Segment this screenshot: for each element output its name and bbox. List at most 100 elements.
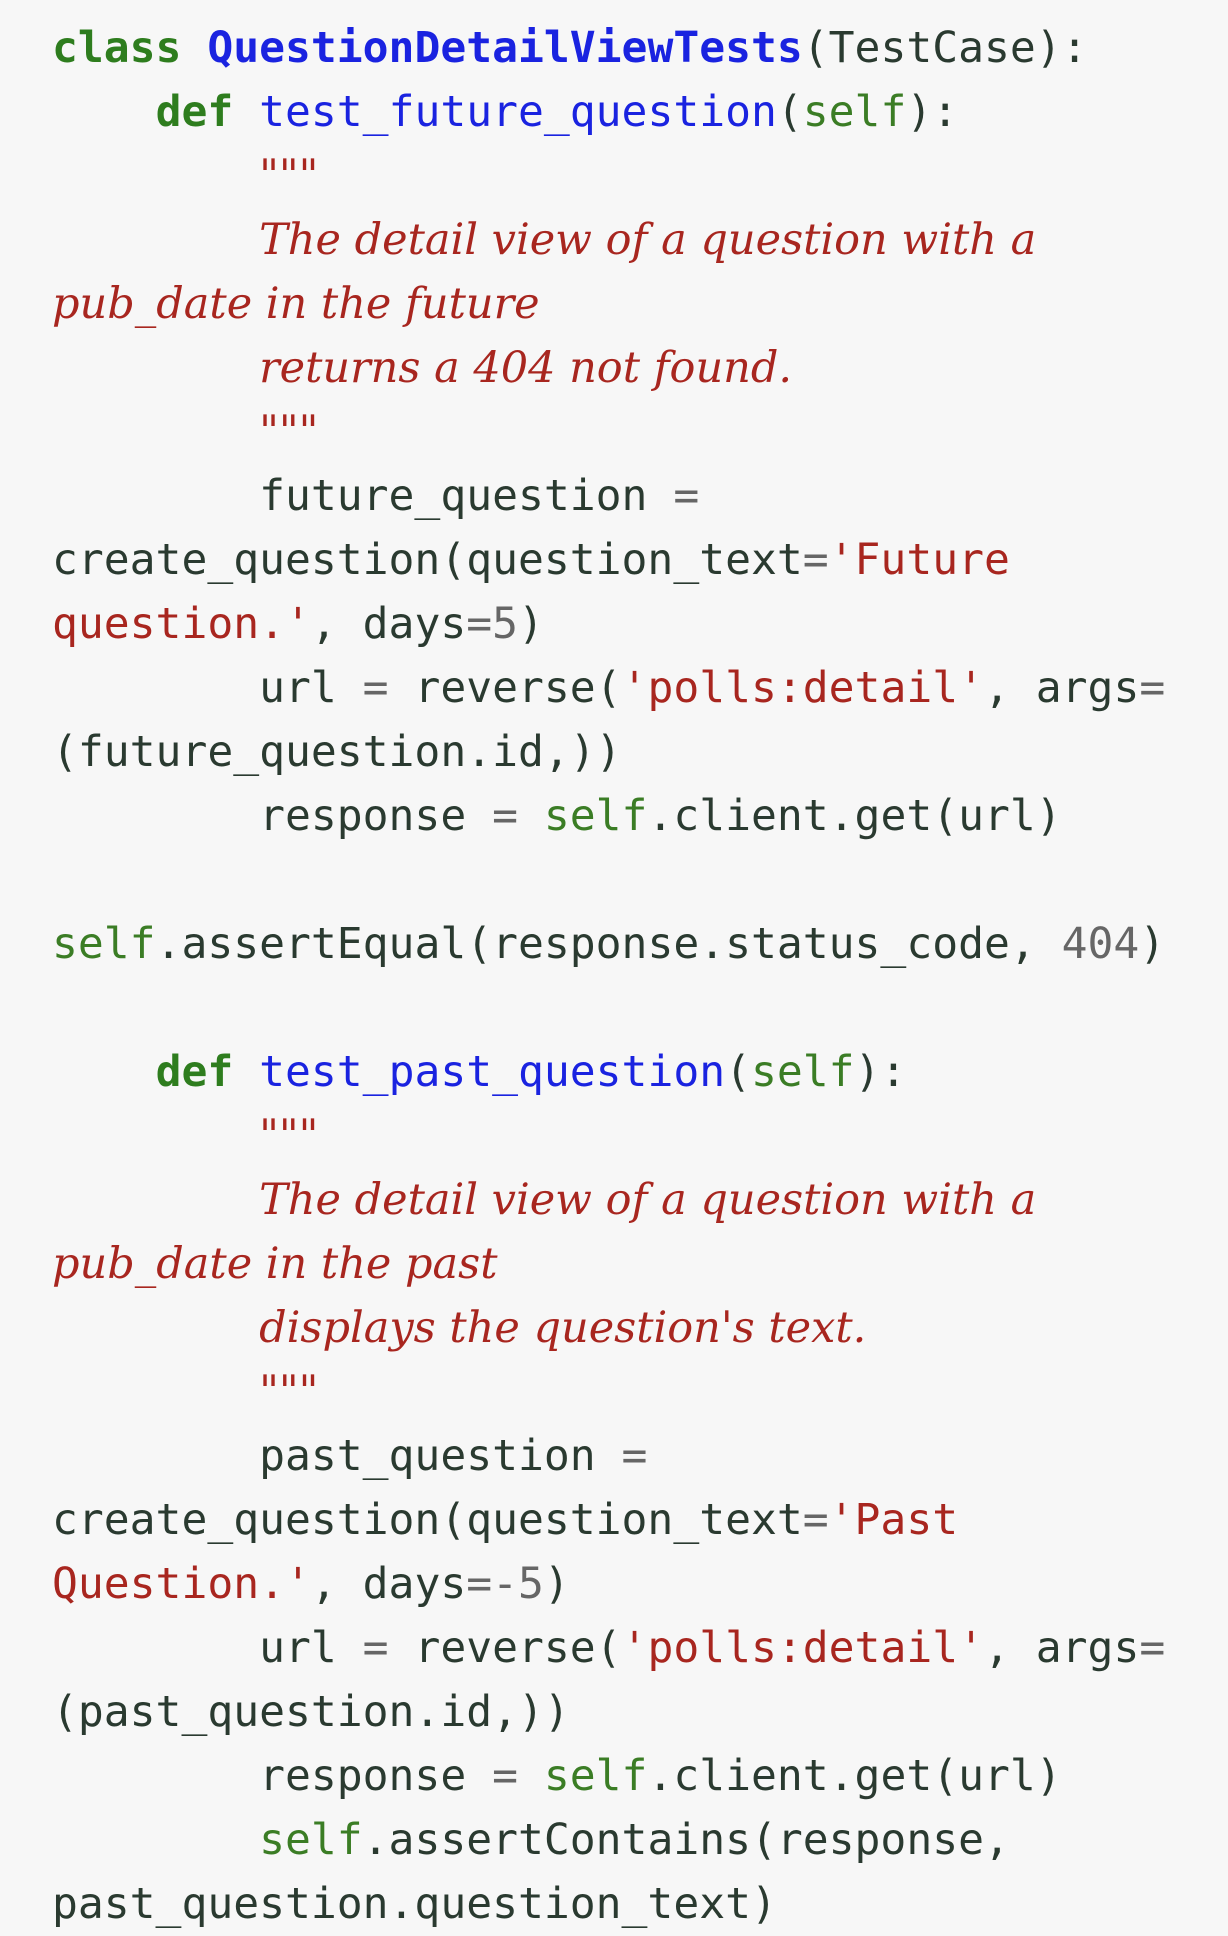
code-token-plain: ( xyxy=(725,1047,752,1097)
code-token-plain xyxy=(233,1047,259,1097)
code-line: response = self.client.get(url) xyxy=(52,784,1062,848)
code-token-num: 5 xyxy=(492,599,519,649)
code-token-op: = xyxy=(802,1495,829,1545)
code-token-self: self xyxy=(52,919,156,969)
code-token-plain: response xyxy=(52,791,493,841)
code-token-plain: url xyxy=(52,663,363,713)
code-line: url = reverse('polls:detail', args= xyxy=(52,1616,1165,1680)
code-token-self: self xyxy=(259,1815,363,1865)
code-line: create_question(question_text='Future xyxy=(52,528,1010,592)
code-token-plain: ): xyxy=(906,87,959,137)
code-token-plain: future_question xyxy=(52,471,674,521)
code-token-doc: The detail view of a question with a xyxy=(259,215,1037,265)
code-token-doc: """ xyxy=(259,1111,319,1161)
code-token-plain xyxy=(52,1111,259,1161)
code-token-plain: reverse( xyxy=(388,663,622,713)
code-token-doc: """ xyxy=(259,1367,319,1417)
code-line: The detail view of a question with a xyxy=(52,208,1036,272)
code-token-plain: , args xyxy=(984,663,1140,713)
code-token-plain: .assertEqual(response.status_code, xyxy=(155,919,1062,969)
code-token-plain xyxy=(52,151,259,201)
code-line: (past_question.id,)) xyxy=(52,1680,570,1744)
code-token-plain xyxy=(518,791,544,841)
code-token-plain: ): xyxy=(854,1047,907,1097)
code-token-plain: ) xyxy=(1139,919,1166,969)
code-token-plain xyxy=(52,1367,259,1417)
code-line: Question.', days=-5) xyxy=(52,1552,570,1616)
code-line: pub_date in the past xyxy=(52,1232,498,1296)
code-token-plain: , days xyxy=(310,1559,467,1609)
code-token-plain: (TestCase): xyxy=(802,23,1088,73)
code-token-num: 404 xyxy=(1061,919,1140,969)
code-token-op: = xyxy=(621,1431,648,1481)
code-token-op: = xyxy=(362,663,389,713)
code-token-str: Question.' xyxy=(52,1559,311,1609)
code-token-self: self xyxy=(543,1751,648,1801)
code-token-fn: test_future_question xyxy=(259,87,777,137)
code-token-kw: def xyxy=(155,1047,234,1097)
code-token-plain: (past_question.id,)) xyxy=(52,1687,570,1737)
code-token-plain: .client.get(url) xyxy=(647,791,1062,841)
code-line: """ xyxy=(52,144,318,208)
code-token-plain xyxy=(52,343,259,393)
code-line: """ xyxy=(52,1360,318,1424)
code-line: self.assertContains(response, xyxy=(52,1808,1010,1872)
code-token-str: 'Past xyxy=(828,1495,959,1545)
code-token-plain: reverse( xyxy=(388,1623,622,1673)
code-line: def test_future_question(self): xyxy=(52,80,959,144)
code-line: past_question = xyxy=(52,1424,647,1488)
code-token-plain xyxy=(518,1751,544,1801)
code-line: future_question = xyxy=(52,464,699,528)
code-line: class QuestionDetailViewTests(TestCase): xyxy=(52,16,1088,80)
code-line: self.assertEqual(response.status_code, 4… xyxy=(52,912,1165,976)
code-token-plain xyxy=(52,1047,156,1097)
code-token-plain: past_question.question_text) xyxy=(52,1879,777,1929)
code-token-kw: def xyxy=(155,87,234,137)
code-token-doc: pub_date in the future xyxy=(52,279,540,329)
code-token-self: self xyxy=(543,791,648,841)
code-token-plain: , days xyxy=(310,599,467,649)
code-token-plain: url xyxy=(52,1623,363,1673)
code-line: returns a 404 not found. xyxy=(52,336,792,400)
code-token-plain: create_question(question_text xyxy=(52,1495,803,1545)
code-token-plain xyxy=(52,87,156,137)
code-token-doc: The detail view of a question with a xyxy=(259,1175,1037,1225)
code-token-op: = xyxy=(466,1559,493,1609)
code-token-plain xyxy=(52,1175,259,1225)
code-line: response = self.client.get(url) xyxy=(52,1744,1062,1808)
code-token-plain: response xyxy=(52,1751,493,1801)
code-line: """ xyxy=(52,400,318,464)
code-token-op: = xyxy=(673,471,700,521)
code-token-op: = xyxy=(1139,663,1166,713)
code-token-op: = xyxy=(492,1751,518,1801)
code-token-kw: class xyxy=(52,23,182,73)
code-token-plain: (future_question.id,)) xyxy=(52,727,622,777)
code-token-plain: , args xyxy=(984,1623,1140,1673)
code-token-plain xyxy=(52,407,259,457)
code-token-plain xyxy=(52,1303,259,1353)
code-line: The detail view of a question with a xyxy=(52,1168,1036,1232)
code-token-str: 'Future xyxy=(828,535,1010,585)
code-line: displays the question's text. xyxy=(52,1296,866,1360)
code-token-op: = xyxy=(466,599,493,649)
code-line: pub_date in the future xyxy=(52,272,540,336)
code-token-str: question.' xyxy=(52,599,311,649)
code-line: question.', days=5) xyxy=(52,592,544,656)
code-line: (future_question.id,)) xyxy=(52,720,622,784)
code-token-self: self xyxy=(802,87,907,137)
code-token-doc: displays the question's text. xyxy=(259,1303,867,1353)
code-line: create_question(question_text='Past xyxy=(52,1488,958,1552)
code-token-doc: """ xyxy=(259,151,319,201)
code-line: past_question.question_text) xyxy=(52,1872,777,1936)
code-token-plain: ( xyxy=(776,87,803,137)
code-token-plain xyxy=(52,215,259,265)
code-token-doc: """ xyxy=(259,407,319,457)
code-token-op: = xyxy=(492,791,518,841)
code-token-plain: .client.get(url) xyxy=(647,1751,1062,1801)
code-token-plain: past_question xyxy=(52,1431,622,1481)
code-token-plain: ) xyxy=(543,1559,570,1609)
code-token-str: 'polls:detail' xyxy=(621,663,984,713)
code-token-cls: QuestionDetailViewTests xyxy=(207,23,803,73)
code-token-plain: ) xyxy=(518,599,544,649)
